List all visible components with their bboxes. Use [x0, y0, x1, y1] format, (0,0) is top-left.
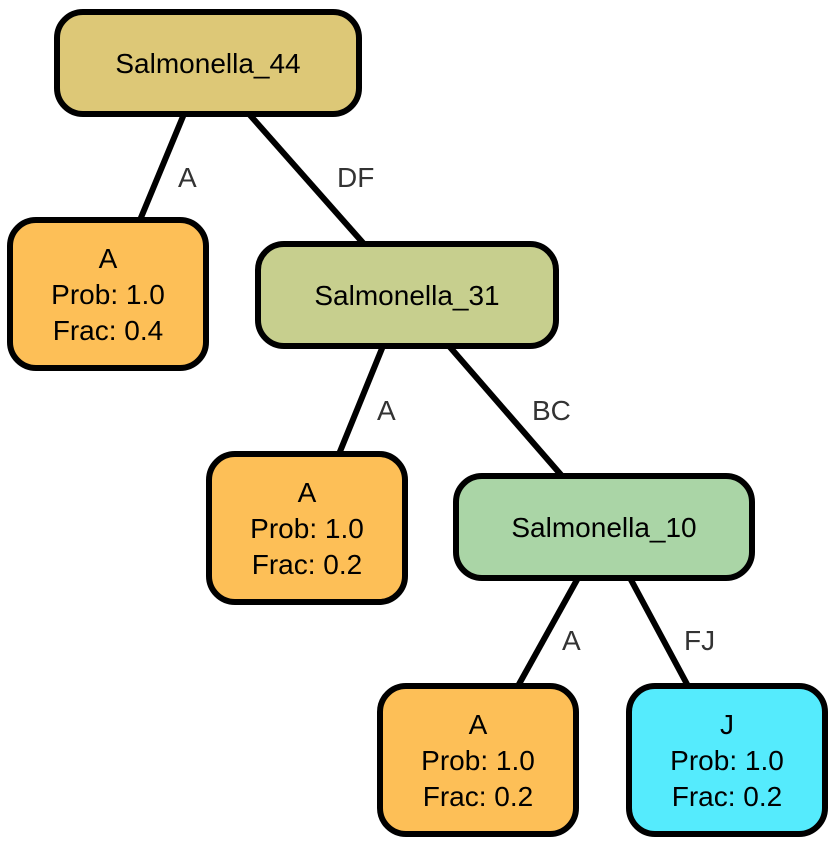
node-box — [54, 9, 362, 117]
node-title: Salmonella_10 — [511, 512, 696, 543]
edge-label: DF — [337, 162, 374, 193]
edge-salmonella-44-to-salmonella-31 — [246, 112, 367, 246]
node-detail: Frac: 0.2 — [672, 781, 782, 812]
node-box — [7, 217, 209, 371]
node-box — [453, 473, 755, 581]
edge-label: A — [562, 625, 581, 656]
node-title: A — [99, 243, 118, 274]
node-salmonella-10: Salmonella_10 — [453, 473, 755, 581]
node-box — [255, 241, 559, 349]
edge-salmonella-10-to-leaf-j — [627, 576, 691, 688]
node-detail: Prob: 1.0 — [670, 745, 784, 776]
edge-salmonella-10-to-leaf-a-3 — [515, 576, 581, 688]
node-detail: Frac: 0.4 — [53, 315, 163, 346]
edge-label: BC — [532, 395, 571, 426]
edge-label: FJ — [684, 625, 715, 656]
node-title: A — [298, 477, 317, 508]
edges-layer: A DF A BC A FJ — [137, 112, 715, 688]
edge-salmonella-31-to-salmonella-10 — [446, 344, 565, 478]
edge-label: A — [377, 395, 396, 426]
node-detail: Prob: 1.0 — [421, 745, 535, 776]
node-detail: Prob: 1.0 — [51, 279, 165, 310]
node-box — [626, 683, 828, 837]
node-box — [206, 451, 408, 605]
node-detail: Frac: 0.2 — [252, 549, 362, 580]
edge-salmonella-44-to-leaf-a-1 — [137, 112, 187, 222]
node-title: J — [720, 709, 734, 740]
edge-label: A — [178, 162, 197, 193]
node-title: Salmonella_31 — [314, 280, 499, 311]
node-title: A — [469, 709, 488, 740]
node-salmonella-44: Salmonella_44 — [54, 9, 362, 117]
node-detail: Prob: 1.0 — [250, 513, 364, 544]
node-title: Salmonella_44 — [115, 48, 300, 79]
node-salmonella-31: Salmonella_31 — [255, 241, 559, 349]
node-box — [377, 683, 579, 837]
node-detail: Frac: 0.2 — [423, 781, 533, 812]
edge-salmonella-31-to-leaf-a-2 — [336, 344, 386, 456]
